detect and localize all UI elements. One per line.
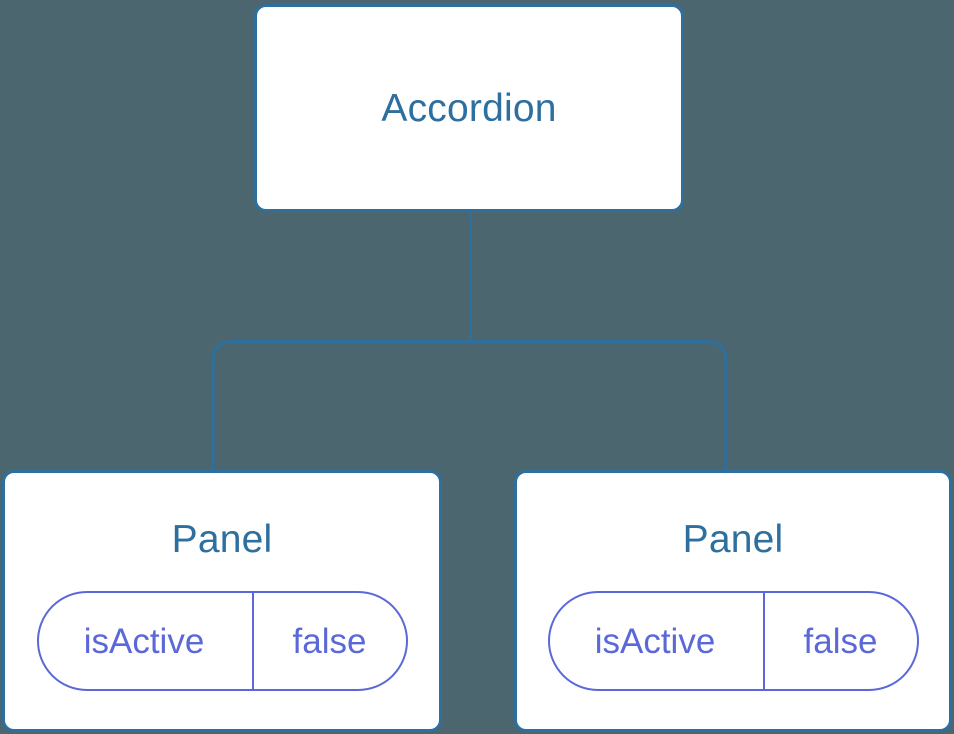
- prop-value-isactive-left: false: [292, 621, 367, 661]
- node-panel-right[interactable]: Panel isActive false: [514, 470, 952, 732]
- prop-pill-isactive-right[interactable]: isActive false: [547, 591, 919, 691]
- prop-key-isactive-right: isActive: [550, 593, 765, 689]
- node-accordion[interactable]: Accordion: [254, 4, 684, 212]
- node-panel-right-content: Panel isActive false: [517, 473, 949, 729]
- node-panel-left[interactable]: Panel isActive false: [2, 470, 442, 732]
- prop-value-isactive-right: false: [803, 621, 878, 661]
- prop-key-isactive-left: isActive: [39, 593, 254, 689]
- node-panel-right-label: Panel: [682, 518, 784, 561]
- node-accordion-label: Accordion: [381, 86, 557, 130]
- connector-branch-left: [211, 340, 471, 472]
- node-panel-left-label: Panel: [171, 518, 273, 561]
- prop-pill-isactive-left[interactable]: isActive false: [36, 591, 408, 691]
- connector-branch-right: [470, 340, 728, 472]
- node-panel-left-content: Panel isActive false: [5, 473, 439, 729]
